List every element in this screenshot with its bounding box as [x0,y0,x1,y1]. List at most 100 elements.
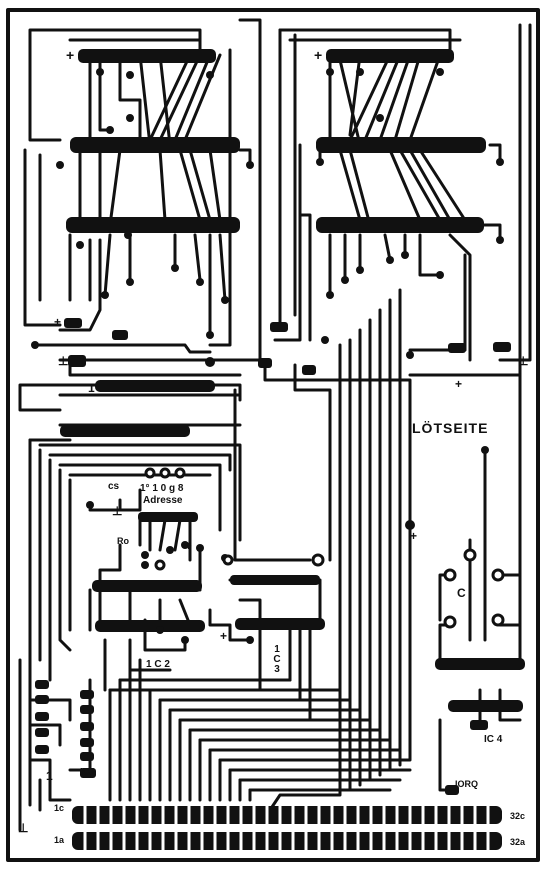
pad [376,114,384,122]
pad [246,636,254,644]
pad [493,342,511,352]
trace [28,758,72,812]
ic-pin-row [138,512,198,522]
pad [496,236,504,244]
pad [31,341,39,349]
connector-row-c-start-label: 1c [54,803,65,813]
ic3-label: 1 C 3 [273,644,281,675]
pad [35,712,49,721]
plus-label: + [410,529,418,543]
trace [228,768,252,802]
trace [268,343,342,812]
pad [436,271,444,279]
plus-label: + [66,47,75,63]
connector-row-a [72,832,502,850]
trace [263,363,412,527]
trace [28,28,202,142]
pad [181,636,189,644]
pad [35,728,49,737]
trace [148,688,362,712]
trace [128,233,202,282]
connector-row-c-end-label: 32c [510,811,526,821]
pad [64,318,82,328]
pad [470,720,488,730]
connector-row-a-start-label: 1a [54,835,65,845]
ground-label: ⊥ [518,354,529,368]
pad [126,278,134,286]
ic2-label: 1 C 2 [146,659,170,670]
pad [56,161,64,169]
pad [445,785,459,795]
edge-connector [72,806,502,850]
pad [181,541,189,549]
pad [405,520,415,530]
pad [246,161,254,169]
pad-ring [443,615,457,629]
plus-label: + [54,315,62,329]
pad [406,351,414,359]
pad [386,256,394,264]
pad [206,71,214,79]
pad [448,343,466,353]
one-label: 1 [88,381,95,395]
trace [388,148,467,222]
pad [316,158,324,166]
trace [278,28,462,52]
trace [328,233,362,297]
trace [378,288,402,777]
ro-label: Ro [117,536,129,546]
trace [168,708,192,802]
trace [318,148,372,227]
pad [126,114,134,122]
connector-row-a-end-label: 32a [510,837,526,847]
trace [348,53,442,142]
trace [138,658,162,802]
trace [448,223,502,362]
trace [208,748,402,762]
pad [356,266,364,274]
pad-ring [159,467,171,479]
pad [321,336,329,344]
trace [143,618,187,652]
pin-header [95,380,215,392]
pad [205,357,215,367]
trace [78,143,122,227]
pad [206,331,214,339]
board-outline [6,8,540,862]
trace [383,233,442,277]
pad [496,158,504,166]
trace [33,343,212,354]
pad [166,546,174,554]
connector-gaps [83,806,490,850]
pad-ring [311,553,325,567]
pad-ring [144,467,156,479]
ic-pin-row [316,137,486,153]
trace [138,518,192,562]
trace [58,238,102,332]
pad-ring [154,559,166,571]
trace [498,23,532,362]
trace [178,718,392,742]
trace [273,143,302,342]
trace [293,363,332,562]
ic-pin-row [448,700,523,712]
trace [108,668,132,802]
trace [58,463,222,532]
trace [488,143,502,162]
trace [58,468,72,652]
address-label: Adresse [143,495,183,506]
pad [126,71,134,79]
pad [96,68,104,76]
pad [112,330,128,340]
one-label: 1 [46,769,53,783]
pad [106,126,114,134]
pad [80,705,94,714]
pad [436,68,444,76]
pad [80,738,94,747]
plus-label: + [185,539,193,553]
trace [38,443,242,542]
pad [35,695,49,704]
pad [80,722,94,731]
trace [228,768,412,792]
